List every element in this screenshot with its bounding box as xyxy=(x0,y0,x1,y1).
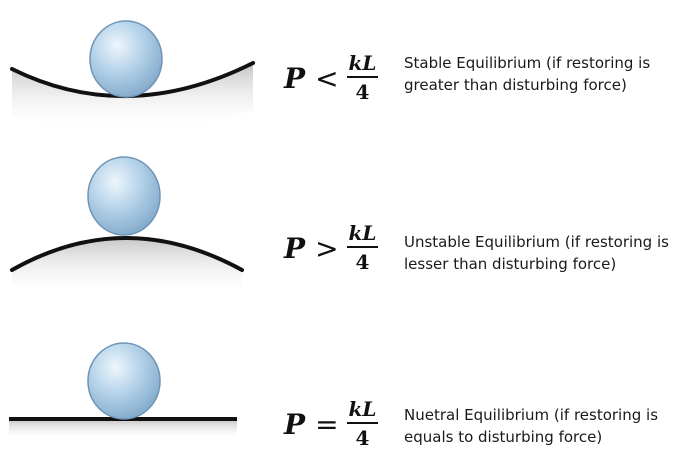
unstable-convex-surface xyxy=(10,236,244,272)
stable-ball xyxy=(89,20,163,98)
stable-description: Stable Equilibrium (if restoring is grea… xyxy=(404,52,690,96)
unstable-formula: P > kL 4 xyxy=(284,212,379,284)
formula-lhs: P xyxy=(284,61,306,95)
formula-operator: > xyxy=(315,231,339,265)
stable-formula: P < kL 4 xyxy=(284,42,379,114)
formula-lhs: P xyxy=(284,407,306,441)
neutral-description: Nuetral Equilibrium (if restoring is equ… xyxy=(404,404,690,448)
stable-row: P < kL 4 Stable Equilibrium (if restorin… xyxy=(0,0,693,150)
neutral-formula: P = kL 4 xyxy=(284,388,379,460)
neutral-surface-shadow xyxy=(9,420,237,436)
formula-denominator: 4 xyxy=(355,80,370,104)
formula-numerator: kL xyxy=(346,398,379,424)
formula-operator: = xyxy=(315,407,339,441)
description-line-1: Stable Equilibrium (if restoring is xyxy=(404,54,651,72)
neutral-illustration xyxy=(9,342,237,436)
formula-fraction: kL 4 xyxy=(346,222,379,274)
description-line-2: greater than disturbing force) xyxy=(404,76,627,94)
unstable-row: P > kL 4 Unstable Equilibrium (if restor… xyxy=(0,156,693,306)
formula-denominator: 4 xyxy=(355,250,370,274)
formula-lhs: P xyxy=(284,231,306,265)
stable-illustration xyxy=(10,20,255,132)
unstable-surface-shadow xyxy=(12,238,242,286)
description-line-1: Nuetral Equilibrium (if restoring is xyxy=(404,406,659,424)
formula-denominator: 4 xyxy=(355,426,370,450)
formula-fraction: kL 4 xyxy=(346,398,379,450)
neutral-row: P = kL 4 Nuetral Equilibrium (if restori… xyxy=(0,312,693,462)
formula-numerator: kL xyxy=(346,52,379,78)
formula-fraction: kL 4 xyxy=(346,52,379,104)
neutral-ball xyxy=(87,342,161,420)
unstable-ball xyxy=(87,156,161,236)
formula-operator: < xyxy=(315,61,339,95)
unstable-illustration xyxy=(10,156,244,286)
description-line-2: lesser than disturbing force) xyxy=(404,255,617,273)
description-line-1: Unstable Equilibrium (if restoring is xyxy=(404,233,669,251)
description-line-2: equals to disturbing force) xyxy=(404,428,603,446)
unstable-description: Unstable Equilibrium (if restoring is le… xyxy=(404,231,690,275)
formula-numerator: kL xyxy=(346,222,379,248)
